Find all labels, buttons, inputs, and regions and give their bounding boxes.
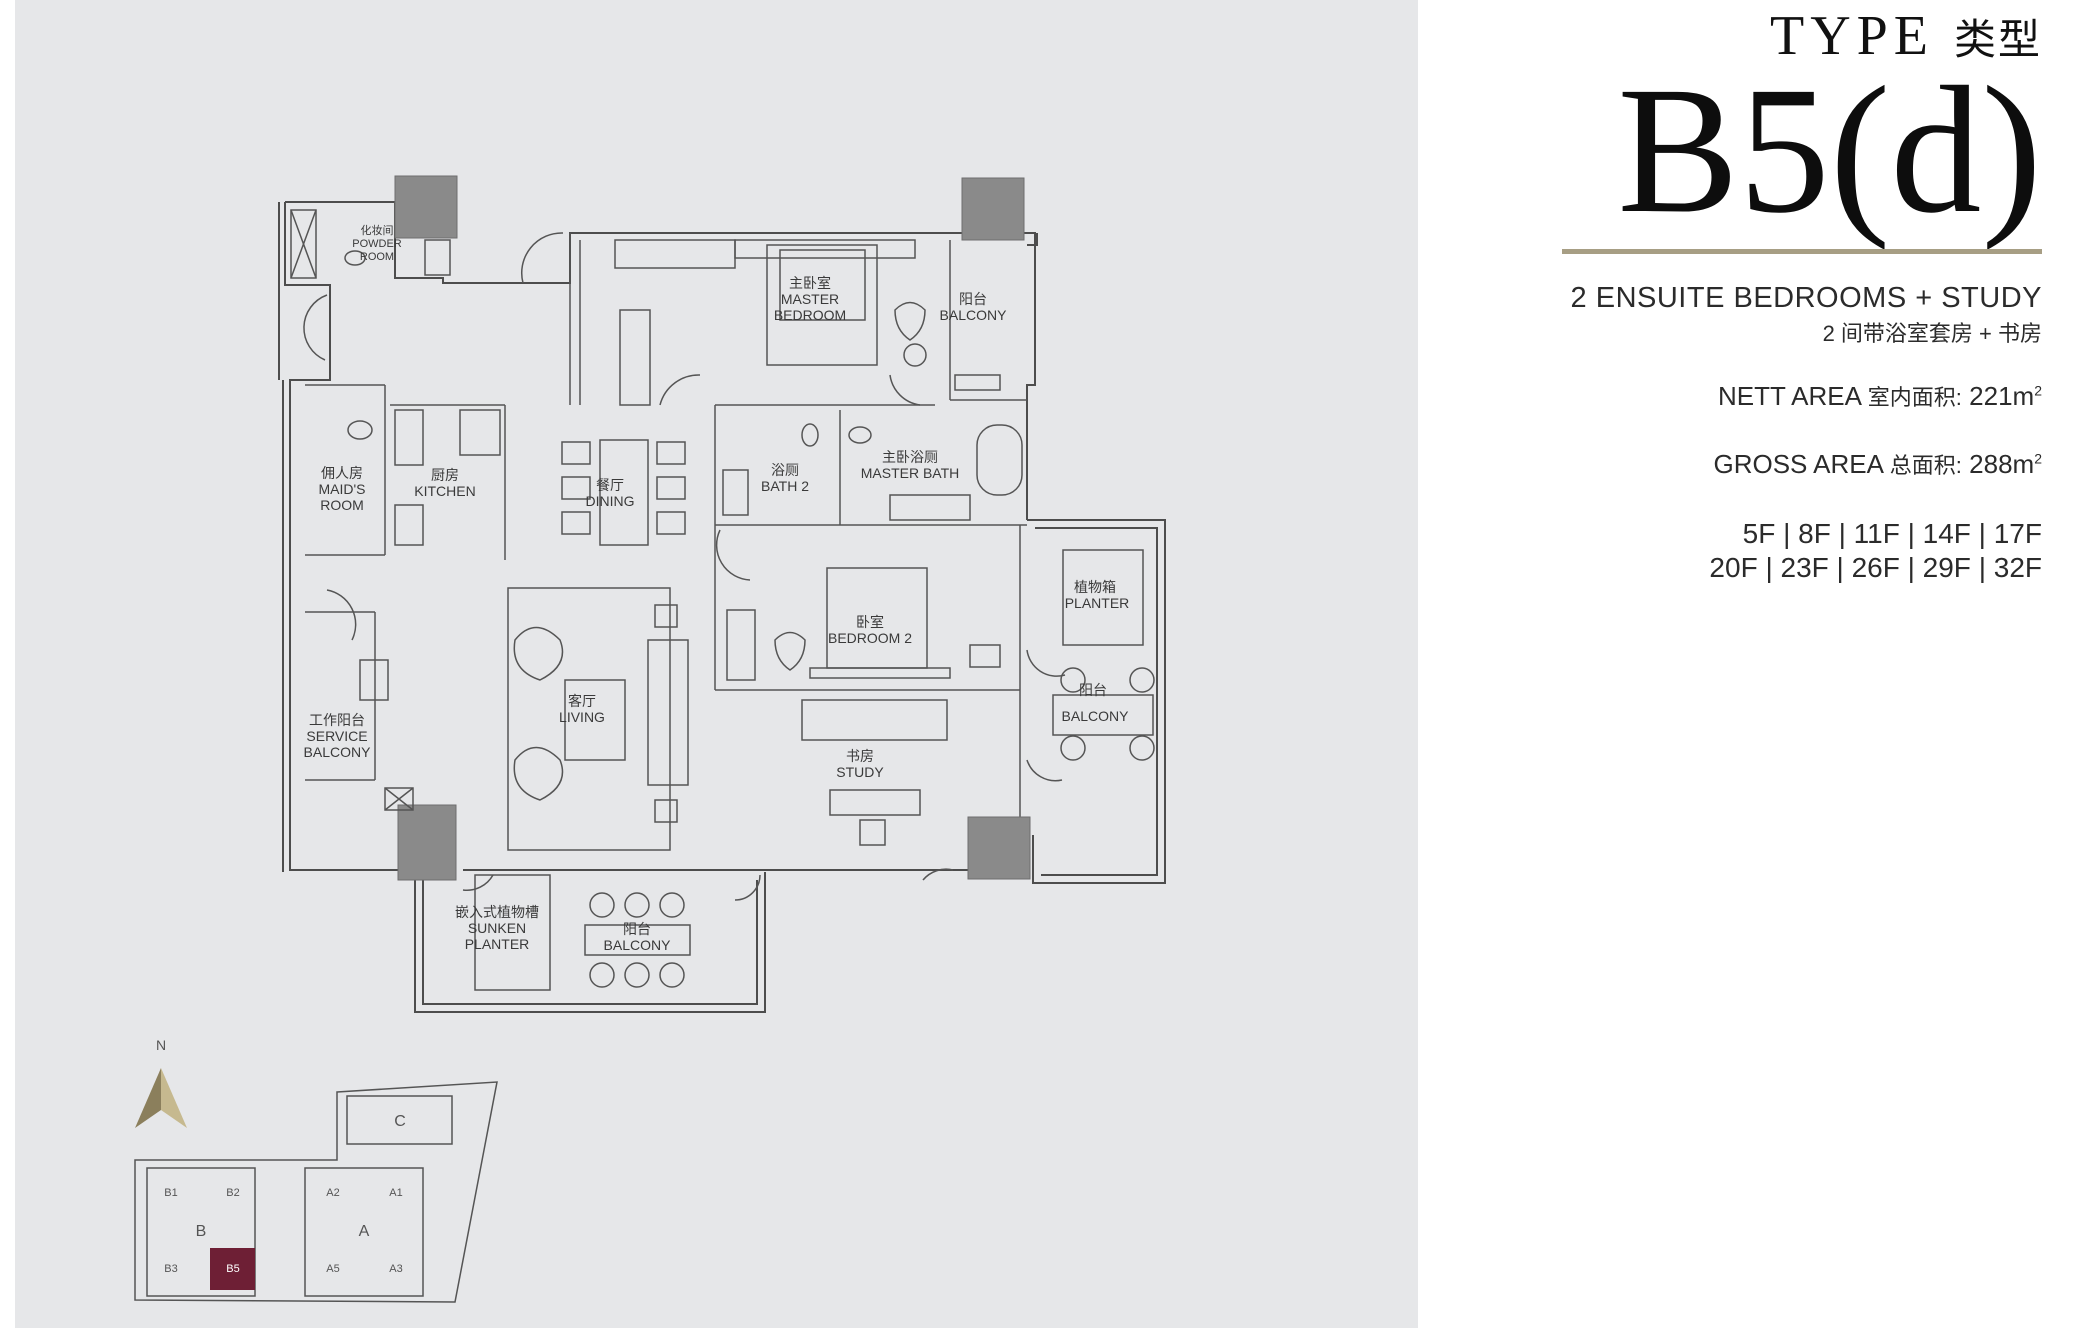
rooms-summary-en: 2 ENSUITE BEDROOMS + STUDY [1570, 282, 2042, 314]
bedroom2-label-en: BEDROOM 2 [828, 630, 912, 646]
nett-area-label-cn: 室内面积: [1867, 385, 1962, 410]
column-bottom-right [967, 816, 1031, 880]
gold-divider [1562, 249, 2042, 254]
maids-room-label-en1: MAID'S [318, 481, 365, 497]
floor-plan-panel: 化妆间 POWDER ROOM 主卧室 MASTER BEDROOM 阳台 BA… [15, 0, 1418, 1328]
block-a-outline [304, 1167, 424, 1297]
columns [394, 175, 1031, 881]
service-balcony-label-en2: BALCONY [304, 744, 372, 760]
fixtures [290, 209, 1155, 991]
master-bedroom-label-en1: MASTER [781, 291, 839, 307]
balcony-bottom-label-cn: 阳台 [623, 921, 651, 937]
unit-a5-label: A5 [326, 1263, 339, 1275]
type-label-cn: 类型 [1953, 15, 2042, 64]
nett-area-value: 221m [1969, 381, 2035, 411]
kitchen-label-cn: 厨房 [431, 467, 459, 483]
nett-area: NETT AREA 室内面积: 221m2 [1718, 380, 2042, 412]
bath2-label-cn: 浴厕 [771, 462, 799, 478]
study-label-en: STUDY [836, 764, 884, 780]
floors-line-2: 20F | 23F | 26F | 29F | 32F [1709, 552, 2042, 583]
balcony-right-label-en: BALCONY [1062, 708, 1130, 724]
block-c-label: C [394, 1113, 406, 1130]
type-label: TYPE [1769, 5, 1934, 67]
column-bottom-left [397, 804, 457, 881]
interior-walls [305, 233, 1027, 870]
gross-area-label-cn: 总面积: [1889, 453, 1962, 478]
gross-area: GROSS AREA 总面积: 288m2 [1713, 448, 2042, 480]
unit-type-code: B5(d) [1617, 50, 2042, 251]
sunken-planter-label-en2: PLANTER [465, 936, 530, 952]
sunken-planter-label-cn: 嵌入式植物槽 [455, 904, 539, 920]
kitchen-label-en: KITCHEN [414, 483, 475, 499]
master-bath-label-en: MASTER BATH [861, 465, 960, 481]
balcony-bottom-label-en: BALCONY [604, 937, 672, 953]
master-bedroom-label-cn: 主卧室 [789, 275, 831, 291]
column-top-left [394, 175, 458, 239]
powder-room-label-en2: ROOM [360, 251, 394, 263]
gross-area-label: GROSS AREA [1713, 449, 1883, 479]
outer-walls [278, 201, 1166, 1013]
floor-plan-drawing: 化妆间 POWDER ROOM 主卧室 MASTER BEDROOM 阳台 BA… [134, 175, 1166, 1303]
north-arrow-icon: N [135, 1037, 187, 1128]
nett-area-label: NETT AREA [1717, 381, 1861, 411]
unit-b3-label: B3 [164, 1263, 177, 1275]
powder-room-label-cn: 化妆间 [361, 223, 394, 237]
living-label-cn: 客厅 [568, 693, 596, 709]
service-balcony-label-en1: SERVICE [306, 728, 367, 744]
dining-label-cn: 餐厅 [596, 477, 624, 493]
nett-area-unit-sup: 2 [2034, 382, 2042, 399]
planter-label-cn: 植物箱 [1074, 579, 1116, 595]
block-b-outline [146, 1167, 256, 1297]
unit-a2-label: A2 [326, 1187, 339, 1199]
balcony-top-label-en: BALCONY [940, 307, 1008, 323]
service-balcony-label-cn: 工作阳台 [309, 712, 365, 728]
planter-label-en: PLANTER [1065, 595, 1130, 611]
master-bath-label-cn: 主卧浴厕 [882, 449, 938, 465]
gross-area-unit-sup: 2 [2034, 450, 2042, 467]
maids-room-label-en2: ROOM [320, 497, 364, 513]
balcony-right-label-cn: 阳台 [1079, 682, 1107, 698]
block-c-outline [346, 1095, 453, 1145]
block-b-label: B [196, 1223, 207, 1240]
floors-line-1: 5F | 8F | 11F | 14F | 17F [1742, 518, 2042, 549]
key-plan: N C B A B1 B2 B3 B5 A2 A1 A5 A3 [134, 1037, 498, 1303]
powder-room-label-en1: POWDER [352, 238, 402, 250]
bath2-label-en: BATH 2 [761, 478, 809, 494]
gross-area-value: 288m [1969, 449, 2035, 479]
balcony-top-label-cn: 阳台 [959, 291, 987, 307]
unit-b2-label: B2 [226, 1187, 239, 1199]
column-top-right [961, 177, 1025, 241]
rooms-summary-cn: 2 间带浴室套房 + 书房 [1822, 321, 2042, 346]
room-labels: 化妆间 POWDER ROOM 主卧室 MASTER BEDROOM 阳台 BA… [304, 223, 1130, 953]
unit-b1-label: B1 [164, 1187, 177, 1199]
sunken-planter-label-en1: SUNKEN [468, 920, 526, 936]
living-label-en: LIVING [559, 709, 605, 725]
unit-a1-label: A1 [389, 1187, 402, 1199]
bedroom2-label-cn: 卧室 [856, 614, 884, 630]
unit-b5-highlight [210, 1248, 255, 1290]
unit-a3-label: A3 [389, 1263, 402, 1275]
dining-label-en: DINING [586, 493, 635, 509]
unit-b5-label: B5 [226, 1263, 239, 1275]
study-label-cn: 书房 [846, 748, 874, 764]
type-heading: TYPE 类型 [1770, 4, 2042, 68]
unit-info-panel: TYPE 类型 B5(d) 2 ENSUITE BEDROOMS + STUDY… [1430, 0, 2042, 700]
master-bedroom-label-en2: BEDROOM [774, 307, 846, 323]
north-label: N [156, 1037, 166, 1053]
maids-room-label-cn: 佣人房 [321, 465, 363, 481]
block-a-label: A [359, 1223, 370, 1240]
